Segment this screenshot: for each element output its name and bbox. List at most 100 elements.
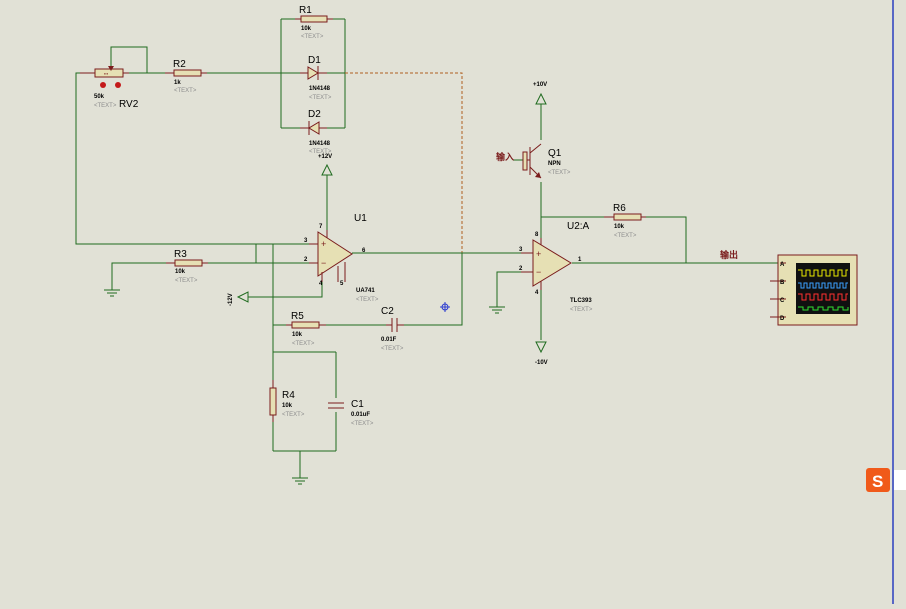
u1-pin-3: 3 xyxy=(304,238,308,244)
u2-pin-8: 8 xyxy=(535,232,539,238)
scope-traces xyxy=(798,269,849,311)
c1-text-placeholder: <TEXT> xyxy=(351,421,374,427)
r5-label: R5 xyxy=(291,311,304,322)
svg-text:S: S xyxy=(872,472,883,491)
u2-minus-sign: − xyxy=(536,267,541,277)
u2-pin-2: 2 xyxy=(519,266,523,272)
u1-value: UA741 xyxy=(356,288,375,294)
rv2-label: RV2 xyxy=(119,99,139,110)
u2-comparator[interactable]: + − 3 2 1 8 4 U2:A TLC393 <TEXT> xyxy=(519,221,593,313)
r3-label: R3 xyxy=(174,249,187,260)
u2-text-placeholder: <TEXT> xyxy=(570,307,593,313)
u1-plus-sign: + xyxy=(321,239,326,249)
crosshair-cursor-icon xyxy=(440,302,450,312)
output-net-label: 输出 xyxy=(720,249,738,260)
scope-channel-d: D xyxy=(780,316,785,322)
scope-channel-b: B xyxy=(780,280,785,286)
u1-label: U1 xyxy=(354,213,367,224)
r2-label: R2 xyxy=(173,59,186,70)
u2-positive-supply[interactable]: +10V xyxy=(533,82,547,105)
u1-vneg-label: -12V xyxy=(228,293,234,306)
u1-pin-2: 2 xyxy=(304,257,308,263)
scope-trace-c xyxy=(798,293,848,301)
r1-text-placeholder: <TEXT> xyxy=(301,34,324,40)
rv2-value: 50k xyxy=(94,94,105,100)
u1-pin-7: 7 xyxy=(319,224,323,230)
c2-label: C2 xyxy=(381,306,394,317)
r3-resistor[interactable]: R3 10k <TEXT> xyxy=(166,249,208,284)
d2-value: 1N4148 xyxy=(309,141,331,147)
c2-text-placeholder: <TEXT> xyxy=(381,346,404,352)
r3-text-placeholder: <TEXT> xyxy=(175,278,198,284)
scope-trace-a xyxy=(798,269,848,277)
r4-text-placeholder: <TEXT> xyxy=(282,412,305,418)
u1-text-placeholder: <TEXT> xyxy=(356,297,379,303)
oscilloscope-instrument[interactable]: A B C D xyxy=(770,254,858,326)
u1-opamp[interactable]: + − 3 2 6 7 4 5 U1 UA741 <TEXT> xyxy=(304,213,379,303)
c1-value: 0.01uF xyxy=(351,412,370,418)
r1-label: R1 xyxy=(299,5,312,16)
u1-negative-supply[interactable]: -12V xyxy=(228,291,249,306)
r2-text-placeholder: <TEXT> xyxy=(174,88,197,94)
d2-diode[interactable]: D2 1N4148 <TEXT> xyxy=(300,109,332,155)
u2-pin-4: 4 xyxy=(535,290,539,296)
u2-label: U2:A xyxy=(567,221,590,232)
input-net-label: 输入 xyxy=(496,151,514,162)
wires xyxy=(75,18,780,478)
svg-text:▪▪▪: ▪▪▪ xyxy=(104,71,109,76)
q1-value: NPN xyxy=(548,161,561,167)
scope-channel-c: C xyxy=(780,298,785,304)
u1-minus-sign: − xyxy=(321,258,326,268)
r1-resistor[interactable]: R1 10k <TEXT> xyxy=(295,5,333,40)
scope-channel-a: A xyxy=(780,262,785,268)
ground-symbol-right xyxy=(489,306,505,314)
c2-value: 0.01F xyxy=(381,337,397,343)
u1-pin-5: 5 xyxy=(340,281,344,287)
ground-symbol-left xyxy=(104,289,120,297)
d2-label: D2 xyxy=(308,109,321,120)
r2-value: 1k xyxy=(174,80,181,86)
u2-vneg-label: -10V xyxy=(535,360,548,366)
c1-label: C1 xyxy=(351,399,364,410)
scope-trace-b xyxy=(798,282,848,289)
u1-vpos-label: +12V xyxy=(318,154,332,160)
rv2-text-placeholder: <TEXT> xyxy=(94,103,117,109)
q1-text-placeholder: <TEXT> xyxy=(548,170,571,176)
ground-symbol-bottom xyxy=(292,477,308,485)
c2-capacitor[interactable]: C2 0.01F <TEXT> xyxy=(381,306,404,352)
r5-text-placeholder: <TEXT> xyxy=(292,341,315,347)
r3-value: 10k xyxy=(175,269,186,275)
c1-capacitor[interactable]: C1 0.01uF <TEXT> xyxy=(328,399,374,427)
r6-label: R6 xyxy=(613,203,626,214)
scope-trace-d xyxy=(798,306,849,311)
d2-text-placeholder: <TEXT> xyxy=(309,149,332,155)
u2-negative-supply[interactable]: -10V xyxy=(535,341,548,366)
r6-value: 10k xyxy=(614,224,625,230)
u2-vpos-label: +10V xyxy=(533,82,547,88)
d1-value: 1N4148 xyxy=(309,86,331,92)
r4-resistor[interactable]: R4 10k <TEXT> xyxy=(269,380,305,422)
r5-value: 10k xyxy=(292,332,303,338)
u2-plus-sign: + xyxy=(536,249,541,259)
scope-screen xyxy=(796,263,850,314)
r2-resistor[interactable]: R2 1k <TEXT> xyxy=(165,59,207,94)
q1-label: Q1 xyxy=(548,148,562,159)
u1-positive-supply[interactable]: +12V xyxy=(318,154,333,176)
q1-npn-transistor[interactable]: Q1 NPN <TEXT> xyxy=(522,143,571,179)
r6-text-placeholder: <TEXT> xyxy=(614,233,637,239)
d1-diode[interactable]: D1 1N4148 <TEXT> xyxy=(300,55,332,101)
r6-resistor[interactable]: R6 10k <TEXT> xyxy=(604,203,646,239)
r4-value: 10k xyxy=(282,403,293,409)
d1-text-placeholder: <TEXT> xyxy=(309,95,332,101)
u1-pin-4: 4 xyxy=(319,281,323,287)
r4-label: R4 xyxy=(282,390,295,401)
u2-value: TLC393 xyxy=(570,298,592,304)
d1-label: D1 xyxy=(308,55,321,66)
ime-toolbar-icon[interactable]: S xyxy=(866,468,906,492)
r1-value: 10k xyxy=(301,26,312,32)
u2-pin-1: 1 xyxy=(578,257,582,263)
r5-resistor[interactable]: R5 10k <TEXT> xyxy=(286,311,326,347)
u2-pin-3: 3 xyxy=(519,247,523,253)
rv2-potentiometer[interactable]: ▪▪▪ 50k RV2 <TEXT> xyxy=(80,66,139,110)
